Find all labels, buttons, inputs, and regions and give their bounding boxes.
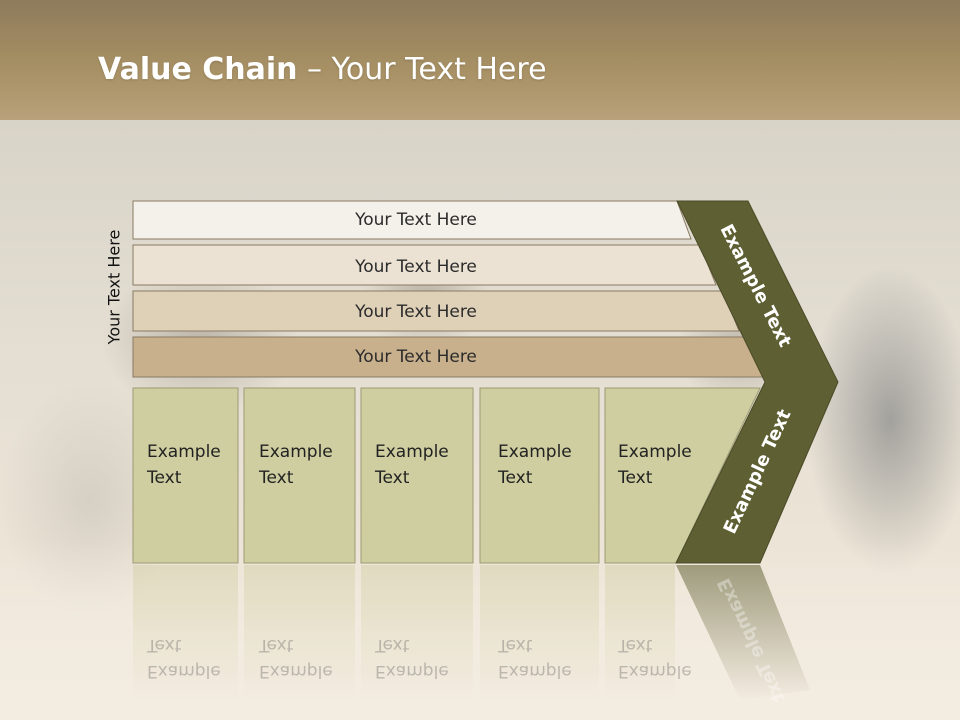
row-bar-3 bbox=[132, 290, 740, 332]
box-text-1: Example Text bbox=[147, 439, 237, 491]
row-label-4: Your Text Here bbox=[354, 347, 477, 367]
refl-line1: Example bbox=[375, 661, 449, 681]
row-bar-1 bbox=[132, 200, 692, 240]
chevron-arrow bbox=[675, 200, 839, 564]
slide-title: Value Chain – Your Text Here bbox=[98, 52, 547, 87]
row-label-1: Your Text Here bbox=[354, 210, 477, 230]
row-label-3: Your Text Here bbox=[354, 302, 477, 322]
box-reflection-1 bbox=[133, 565, 238, 700]
box-text-3-line2: Text bbox=[375, 468, 410, 488]
row-bar-2 bbox=[132, 244, 717, 286]
title-bold: Value Chain bbox=[98, 52, 298, 87]
refl-line2: Text bbox=[618, 635, 653, 655]
box-text-5-line1: Example bbox=[618, 442, 692, 462]
box-text-reflection-4: Example Text bbox=[498, 632, 588, 684]
box-text-1-line2: Text bbox=[147, 468, 182, 488]
box-reflection-2 bbox=[244, 565, 355, 700]
box-text-2: Example Text bbox=[259, 439, 349, 491]
box-text-reflection-2: Example Text bbox=[259, 632, 349, 684]
box-text-4-line1: Example bbox=[498, 442, 572, 462]
title-rest: – Your Text Here bbox=[297, 52, 547, 87]
activity-box-4 bbox=[479, 387, 600, 564]
box-text-reflection-3: Example Text bbox=[375, 632, 465, 684]
refl-line2: Text bbox=[498, 635, 533, 655]
box-reflection-5 bbox=[605, 565, 675, 700]
activity-box-3 bbox=[360, 387, 474, 564]
refl-line2: Text bbox=[375, 635, 410, 655]
refl-line1: Example bbox=[147, 661, 221, 681]
box-text-5: Example Text bbox=[618, 439, 708, 491]
box-text-1-line1: Example bbox=[147, 442, 221, 462]
box-text-5-line2: Text bbox=[618, 468, 653, 488]
box-reflection-3 bbox=[361, 565, 473, 700]
chevron-reflection bbox=[676, 565, 810, 700]
box-reflection-4 bbox=[480, 565, 599, 700]
box-text-3: Example Text bbox=[375, 439, 465, 491]
refl-line1: Example bbox=[618, 661, 692, 681]
refl-line1: Example bbox=[498, 661, 572, 681]
box-text-2-line2: Text bbox=[259, 468, 294, 488]
activity-box-2 bbox=[243, 387, 356, 564]
box-text-2-line1: Example bbox=[259, 442, 333, 462]
box-text-3-line1: Example bbox=[375, 442, 449, 462]
box-text-reflection-5: Example Text bbox=[618, 632, 708, 684]
activity-box-1 bbox=[132, 387, 239, 564]
refl-line2: Text bbox=[259, 635, 294, 655]
box-text-reflection-1: Example Text bbox=[147, 632, 237, 684]
refl-line2: Text bbox=[147, 635, 182, 655]
box-text-4-line2: Text bbox=[498, 468, 533, 488]
side-label: Your Text Here bbox=[104, 229, 124, 345]
refl-line1: Example bbox=[259, 661, 333, 681]
box-text-4: Example Text bbox=[498, 439, 588, 491]
row-label-2: Your Text Here bbox=[354, 257, 477, 277]
